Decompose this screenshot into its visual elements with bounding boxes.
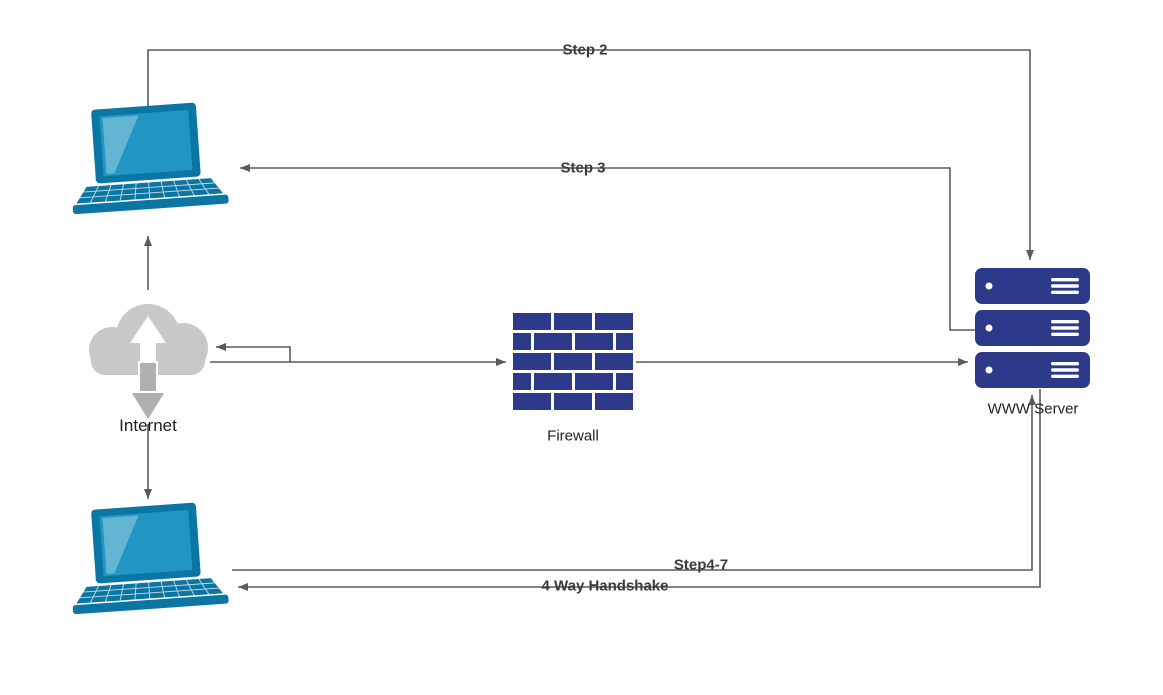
firewall-icon [513,313,633,410]
node-label-internet: Internet [119,416,177,435]
connectors [144,49,1041,591]
connector-label-step2: Step 2 [562,41,608,59]
server-stack-icon [975,268,1090,388]
connector-label-step4-7: Step4-7 [673,556,729,574]
connector-firewall-to-cloud [216,343,291,362]
connector-step4-7 [232,395,1036,571]
connector-label-step3: Step 3 [560,159,606,177]
connector-label-handshake: 4 Way Handshake [541,577,669,595]
connector-handshake [238,389,1041,591]
laptop-icon [72,102,229,215]
connector-step2 [147,49,1034,260]
node-label-firewall: Firewall [547,427,599,445]
laptop-icon [72,502,229,615]
internet-cloud-icon [89,304,208,423]
connector-step3 [240,164,975,331]
node-label-www-server: WWW Server [987,400,1079,418]
